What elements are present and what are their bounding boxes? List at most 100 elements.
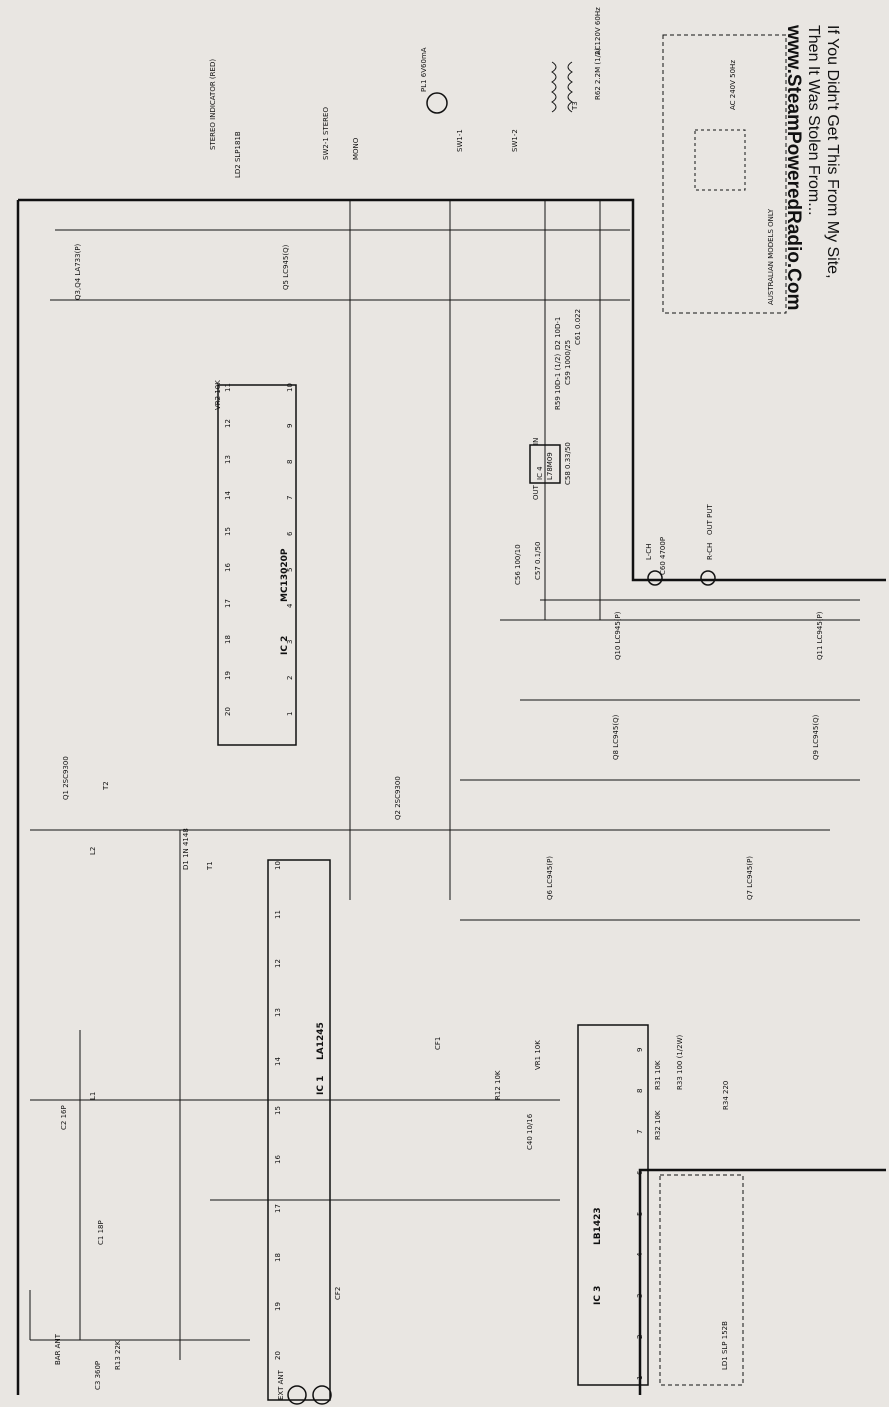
- component-label-q8: Q8 LC945(Q): [612, 714, 620, 760]
- r62-label: R62 2.2M (1/2): [594, 48, 602, 100]
- ic3-part: LB1423: [593, 1207, 603, 1245]
- component-label-cf1: CF1: [434, 1037, 442, 1050]
- component-label-l1: L1: [89, 1092, 97, 1100]
- ic2-pin-2: 2: [286, 676, 294, 680]
- ic2-pin-5: 5: [286, 568, 294, 572]
- ic4-out-label: OUT: [532, 484, 540, 500]
- component-label-q1: Q1 2SC9300: [62, 756, 70, 800]
- sw1-2-label: SW1-2: [511, 129, 519, 152]
- ic2-pin-20: 20: [224, 707, 232, 716]
- ic2-pin-19: 19: [224, 671, 232, 680]
- ext-ant-label: EXT ANT: [277, 1369, 285, 1400]
- t3-transformer: [551, 61, 573, 113]
- component-label-d2: D2 10D-1: [554, 317, 562, 350]
- component-label-cf2: CF2: [334, 1287, 342, 1300]
- component-label-vr1: VR1 10K: [534, 1040, 542, 1070]
- ic4-in-label: IN: [532, 438, 540, 445]
- component-label-c1: C1 18P: [97, 1220, 105, 1245]
- component-label-q3q4: Q3,Q4 LA733(P): [74, 243, 82, 300]
- ic3-pin-1: 1: [636, 1376, 644, 1380]
- ic1-body: [267, 859, 331, 1401]
- ic2-pin-8: 8: [286, 460, 294, 464]
- sw2-label: SW2-1 STEREO: [322, 107, 330, 160]
- ic1-pin-10: 10: [274, 861, 282, 870]
- ic1-pin-15: 15: [274, 1106, 282, 1115]
- ic3-pin-3: 3: [636, 1294, 644, 1298]
- ic3-body: [577, 1024, 649, 1386]
- led-bar-box: [659, 1174, 744, 1386]
- ac-label: AC120V 60Hz: [594, 7, 602, 55]
- component-label-r59: R59 10D-1 (1/2): [554, 354, 562, 410]
- component-label-q11: Q11 LC945(P): [816, 611, 824, 660]
- ic1-pin-18: 18: [274, 1253, 282, 1262]
- component-label-l2: L2: [89, 847, 97, 855]
- sw1-1-label: SW1-1: [456, 129, 464, 152]
- australian-label: AUSTRALIAN MODELS ONLY: [767, 208, 775, 305]
- ic1-pin-17: 17: [274, 1204, 282, 1213]
- ic2-pin-14: 14: [224, 491, 232, 500]
- ic3-pin-7: 7: [636, 1130, 644, 1134]
- c60-label: C60 4700P: [659, 537, 667, 575]
- ic2-pin-13: 13: [224, 455, 232, 464]
- ext-ant-terminal-2: [312, 1385, 332, 1405]
- ic1-pin-20: 20: [274, 1351, 282, 1360]
- component-label-q5: Q5 LC945(Q): [282, 244, 290, 290]
- ic2-pin-11: 11: [224, 383, 232, 392]
- rch-label: R-CH: [706, 543, 714, 560]
- ic1-pin-11: 11: [274, 910, 282, 919]
- component-label-r12: R12 10K: [494, 1070, 502, 1100]
- component-label-q9: Q9 LC945(Q): [812, 714, 820, 760]
- ext-ant-terminal-1: [287, 1385, 307, 1405]
- component-label-c61: C61 0.022: [574, 309, 582, 345]
- component-label-q10: Q10 LC945(P): [614, 611, 622, 660]
- ic2-label: IC 2: [280, 636, 290, 655]
- component-label-r31: R31 10K: [654, 1060, 662, 1090]
- component-label-c57: C57 0.1/50: [534, 542, 542, 580]
- ic2-pin-18: 18: [224, 635, 232, 644]
- ic1-pin-16: 16: [274, 1155, 282, 1164]
- ic1-pin-14: 14: [274, 1057, 282, 1066]
- ic1-label: IC 1: [316, 1076, 326, 1095]
- output-label: OUT PUT: [706, 504, 714, 535]
- ic2-pin-12: 12: [224, 419, 232, 428]
- pilot-lamp: [426, 92, 448, 114]
- ic1-part: LA1245: [316, 1022, 326, 1060]
- component-label-r13: R13 22K: [114, 1340, 122, 1370]
- component-label-c2: C2 16P: [60, 1105, 68, 1130]
- led-bar-label: LD1 SLP 152B: [721, 1321, 729, 1370]
- ic4-label: IC 4: [536, 466, 544, 480]
- australian-box: [662, 34, 787, 314]
- ic1-pin-numbers: 10 11 12 13 14 15 16 17 18 19 20: [274, 861, 282, 1360]
- component-label-q2: Q2 2SC9300: [394, 776, 402, 820]
- pilot-lamp-label: PL1 6V60mA: [420, 47, 428, 92]
- ic1-pin-12: 12: [274, 959, 282, 968]
- component-label-r34: R34 220: [722, 1081, 730, 1110]
- ic3-pin-4: 4: [636, 1252, 644, 1257]
- ic2-pin-6: 6: [286, 531, 294, 536]
- ic2-body: [217, 384, 297, 746]
- ic2-pin-15: 15: [224, 527, 232, 536]
- ic3-pin-9: 9: [636, 1048, 644, 1052]
- lch-label: L-CH: [645, 544, 653, 560]
- rch-jack: [700, 570, 716, 586]
- ic3-pin-5: 5: [636, 1212, 644, 1216]
- component-label-d1: D1 1N 4148: [182, 828, 190, 870]
- ic1-pin-13: 13: [274, 1008, 282, 1017]
- ic1-pin-19: 19: [274, 1302, 282, 1311]
- ic2-pin-1: 1: [286, 712, 294, 716]
- component-label-q7: Q7 LC945(P): [746, 856, 754, 900]
- bar-ant-label: BAR ANT: [54, 1333, 62, 1365]
- led2-label: LD2 SLP181B: [234, 131, 242, 178]
- ic2-pin-7: 7: [286, 496, 294, 500]
- ic2-pin-17: 17: [224, 599, 232, 608]
- ic3-pin-2: 2: [636, 1335, 644, 1339]
- chassis-border: [16, 198, 886, 1395]
- component-label-t1: T1: [206, 861, 214, 871]
- component-label-r33: R33 100 (1/2W): [676, 1035, 684, 1091]
- component-label-vr2: VR2 10K: [214, 380, 222, 410]
- component-label-q6: Q6 LC945(P): [546, 856, 554, 900]
